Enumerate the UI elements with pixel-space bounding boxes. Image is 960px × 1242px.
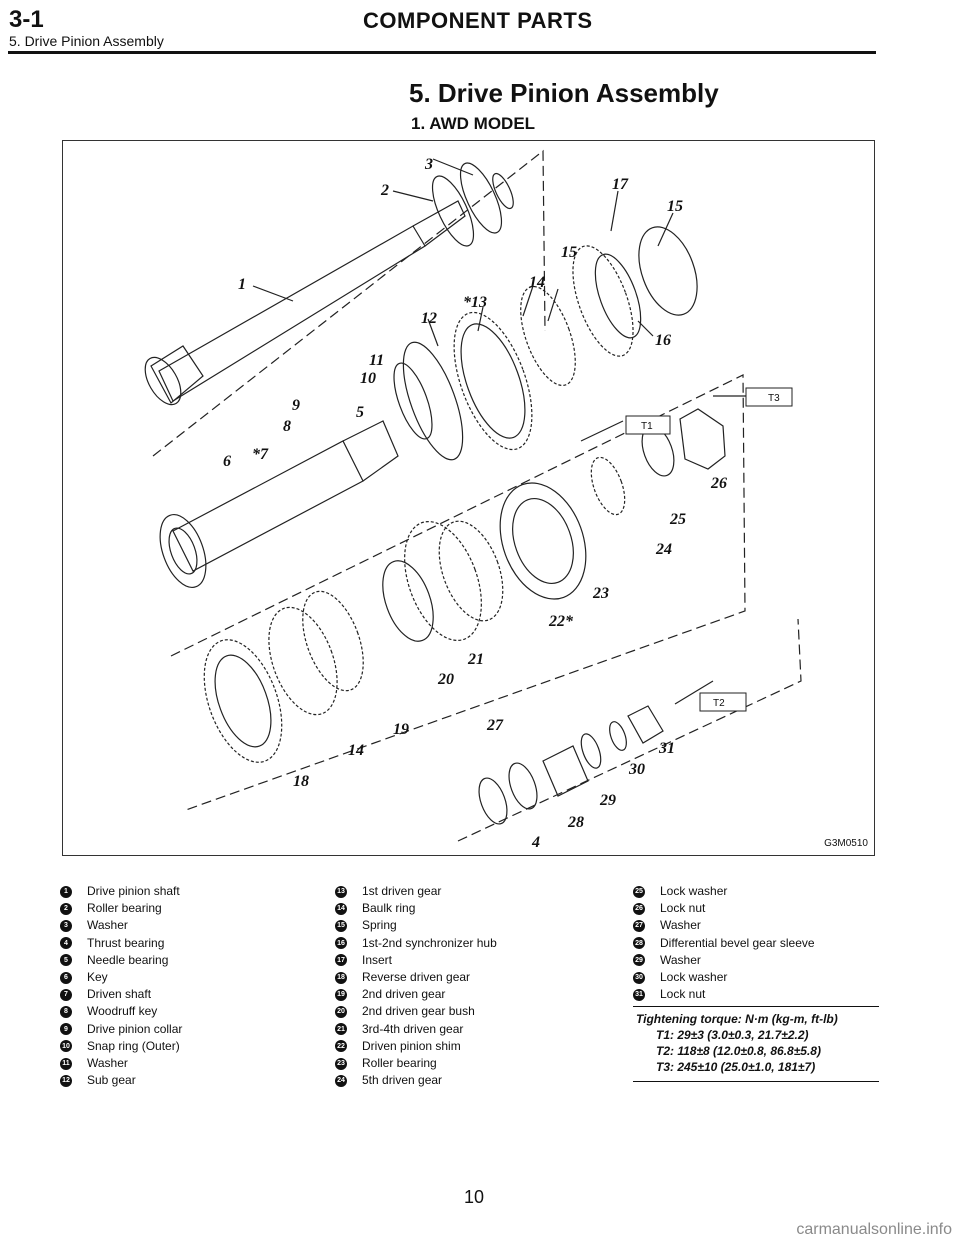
svg-text:6: 6 bbox=[223, 453, 231, 470]
torque-tag-t1: T1 bbox=[641, 421, 653, 432]
torque-title: Tightening torque: N·m (kg-m, ft-lb) bbox=[636, 1012, 838, 1026]
svg-text:31: 31 bbox=[658, 740, 675, 757]
svg-text:17: 17 bbox=[612, 176, 629, 193]
page-number: 10 bbox=[464, 1187, 485, 1207]
svg-text:24: 24 bbox=[655, 541, 672, 558]
page-header-title: COMPONENT PARTS bbox=[363, 8, 593, 33]
svg-text:20: 20 bbox=[437, 671, 454, 688]
torque-tag-t2: T2 bbox=[713, 698, 725, 709]
exploded-view-figure: T3 T1 T2 3 2 1 17 15 15 14 *13 12 11 10 … bbox=[62, 140, 875, 856]
svg-text:*13: *13 bbox=[463, 294, 487, 311]
section-number: 3-1 bbox=[9, 6, 44, 33]
svg-text:19: 19 bbox=[393, 721, 409, 738]
watermark: carmanualsonline.info bbox=[796, 1221, 952, 1238]
page-header-subtitle: 5. Drive Pinion Assembly bbox=[9, 33, 164, 49]
svg-text:18: 18 bbox=[293, 773, 309, 790]
svg-text:12: 12 bbox=[421, 310, 437, 327]
torque-t3: T3: 245±10 (25.0±1.0, 181±7) bbox=[656, 1060, 816, 1074]
torque-t1: T1: 29±3 (3.0±0.3, 21.7±2.2) bbox=[656, 1028, 809, 1042]
svg-text:25: 25 bbox=[669, 511, 686, 528]
svg-text:29: 29 bbox=[599, 792, 616, 809]
svg-text:9: 9 bbox=[292, 397, 300, 414]
exploded-view-drawing: T3 T1 T2 3 2 1 17 15 15 14 *13 12 11 10 … bbox=[144, 149, 802, 851]
svg-text:28: 28 bbox=[567, 814, 584, 831]
svg-text:23: 23 bbox=[592, 585, 609, 602]
svg-text:*7: *7 bbox=[252, 446, 269, 463]
torque-specs: Tightening torque: N·m (kg-m, ft-lb) T1:… bbox=[633, 1006, 879, 1082]
svg-text:16: 16 bbox=[655, 332, 671, 349]
svg-text:2: 2 bbox=[380, 182, 389, 199]
torque-t2: T2: 118±8 (12.0±0.8, 86.8±5.8) bbox=[656, 1044, 821, 1058]
svg-text:1: 1 bbox=[238, 276, 246, 293]
svg-text:8: 8 bbox=[283, 418, 291, 435]
svg-text:22*: 22* bbox=[548, 613, 574, 630]
svg-text:3: 3 bbox=[424, 156, 433, 173]
svg-text:30: 30 bbox=[628, 761, 645, 778]
svg-text:21: 21 bbox=[467, 651, 484, 668]
figure-code: G3M0510 bbox=[824, 838, 868, 849]
svg-text:14: 14 bbox=[348, 742, 364, 759]
svg-text:15: 15 bbox=[667, 198, 683, 215]
svg-text:14: 14 bbox=[529, 274, 545, 291]
svg-text:27: 27 bbox=[486, 717, 504, 734]
subsection-heading: 1. AWD MODEL bbox=[411, 114, 536, 133]
svg-text:5: 5 bbox=[356, 404, 364, 421]
header-rule bbox=[8, 51, 876, 54]
torque-tag-t3: T3 bbox=[768, 393, 780, 404]
svg-text:15: 15 bbox=[561, 244, 577, 261]
svg-text:4: 4 bbox=[531, 834, 540, 851]
svg-text:10: 10 bbox=[360, 370, 376, 387]
section-heading: 5. Drive Pinion Assembly bbox=[409, 78, 719, 108]
svg-text:11: 11 bbox=[369, 352, 384, 369]
svg-text:26: 26 bbox=[710, 475, 727, 492]
